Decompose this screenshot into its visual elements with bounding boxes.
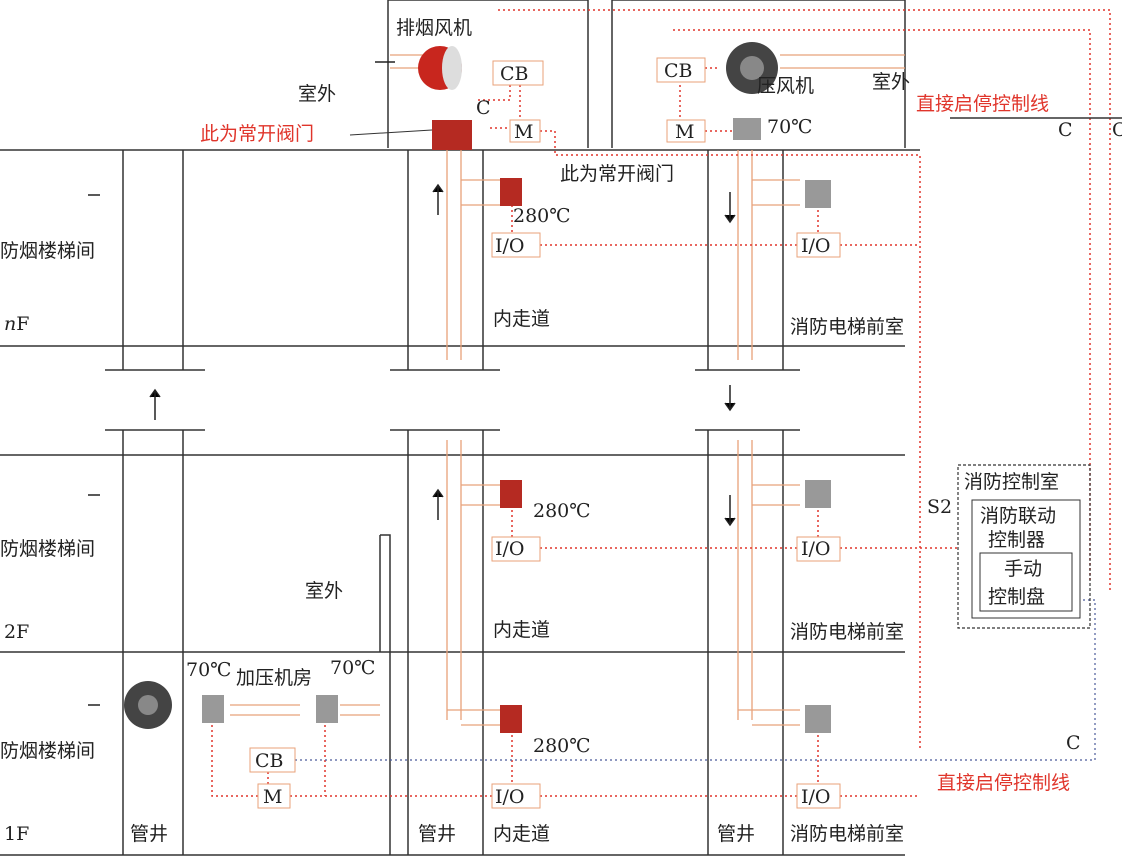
- stair-label: 防烟楼梯间: [0, 740, 95, 762]
- m-label: M: [514, 121, 533, 143]
- control-room-title: 消防控制室: [964, 471, 1059, 493]
- cb-label: CB: [500, 63, 529, 85]
- io-label: I/O: [801, 786, 830, 808]
- floor-slabs: [0, 149, 920, 856]
- controller-label: 消防联动: [980, 505, 1056, 527]
- corridor-label: 内走道: [493, 308, 550, 330]
- direct-control-line-label: 直接启停控制线: [937, 772, 1070, 794]
- io-label: I/O: [801, 235, 830, 257]
- stair-fan-icon: [124, 681, 172, 729]
- temp-label: 70℃: [767, 116, 812, 138]
- elevator-lobby-label: 消防电梯前室: [790, 621, 904, 643]
- shaft-walls: [105, 150, 800, 855]
- cb-label: CB: [664, 60, 693, 82]
- stair-label: 防烟楼梯间: [0, 538, 95, 560]
- corridor-label: 内走道: [493, 619, 550, 641]
- floor-label: 2F: [4, 621, 29, 643]
- leader-line: [349, 129, 433, 136]
- temp-label: 280℃: [533, 735, 591, 757]
- stair-label: 防烟楼梯间: [0, 240, 95, 262]
- c-label: C: [1112, 119, 1122, 141]
- machine-rooms: [387, 0, 906, 148]
- elevator-lobby-label: 消防电梯前室: [790, 316, 904, 338]
- outdoor-label: 室外: [298, 83, 336, 105]
- temp-label: 70℃: [330, 657, 375, 679]
- floor-label-n: nF: [4, 313, 29, 335]
- manual-panel-box: [979, 552, 1073, 612]
- control-room-box: [957, 464, 1091, 629]
- outdoor-label: 室外: [872, 71, 910, 93]
- temp-label: 70℃: [186, 659, 231, 681]
- shaft-label: 管井: [130, 823, 168, 845]
- io-label: I/O: [495, 786, 524, 808]
- smoke-damper-icon: [432, 120, 472, 150]
- temp-label: 280℃: [513, 205, 571, 227]
- controller-label: 控制器: [988, 529, 1045, 551]
- shaft-label: 管井: [717, 823, 755, 845]
- c-label: C: [1058, 119, 1073, 141]
- cb-label: CB: [255, 750, 284, 772]
- control-lines: [211, 9, 1111, 797]
- c-label: C: [1066, 732, 1081, 754]
- normally-open-valve-label: 此为常开阀门: [200, 123, 314, 145]
- air-supply-outlets: [202, 180, 831, 733]
- pressure-fan-icon: [726, 42, 778, 94]
- temp-label: 280℃: [533, 500, 591, 522]
- direct-control-line-label: 直接启停控制线: [916, 93, 1049, 115]
- corridor-label: 内走道: [493, 823, 550, 845]
- normally-open-valve-label: 此为常开阀门: [560, 163, 674, 185]
- shaft-label: 管井: [418, 823, 456, 845]
- pressure-fan-label: 压风机: [757, 75, 814, 97]
- exhaust-fan-label: 排烟风机: [396, 17, 472, 39]
- module-boxes: [249, 57, 841, 809]
- io-label: I/O: [495, 235, 524, 257]
- manual-panel-label: 手动: [1004, 558, 1042, 580]
- m-label: M: [263, 786, 282, 808]
- flow-arrows: [88, 61, 736, 706]
- exhaust-fan-icon: [418, 46, 462, 90]
- ducts: [230, 54, 905, 726]
- s2-label: S2: [927, 496, 952, 518]
- pressure-damper-top-icon: [733, 118, 761, 140]
- pressure-room-label: 加压机房: [236, 667, 312, 689]
- manual-panel-label: 控制盘: [988, 586, 1045, 608]
- c-label: C: [476, 97, 491, 119]
- m-label: M: [675, 121, 694, 143]
- elevator-lobby-label: 消防电梯前室: [790, 823, 904, 845]
- io-label: I/O: [495, 538, 524, 560]
- fire-dampers: [500, 178, 522, 733]
- outdoor-label: 室外: [305, 580, 343, 602]
- io-label: I/O: [801, 538, 830, 560]
- floor-label: 1F: [4, 823, 29, 845]
